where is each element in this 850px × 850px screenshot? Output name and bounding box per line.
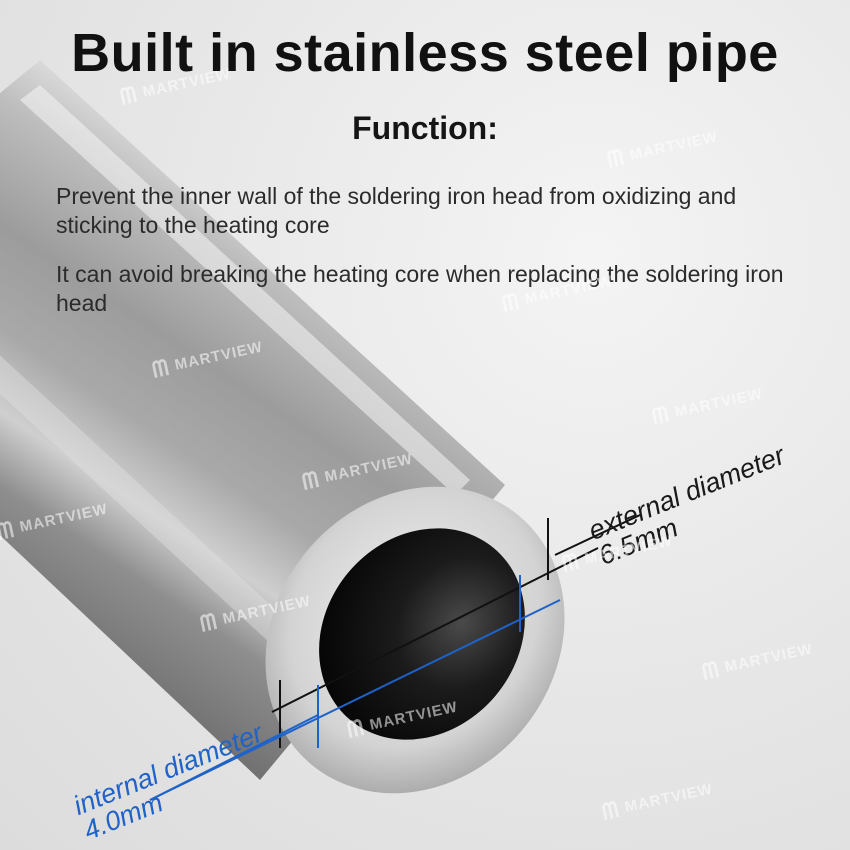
pipe-highlight — [0, 355, 330, 680]
pipe-bore — [319, 528, 525, 740]
external-diameter-line — [271, 547, 599, 713]
page-title: Built in stainless steel pipe — [71, 23, 779, 83]
internal-diameter-line — [149, 599, 561, 801]
pipe-highlight — [20, 85, 470, 495]
martview-logo-icon: ᗰ — [0, 516, 17, 545]
internal-diameter-leader — [149, 714, 319, 801]
external-diameter-leader — [554, 514, 641, 556]
function-point-2: It can avoid breaking the heating core w… — [56, 261, 784, 316]
function-point-1: Prevent the inner wall of the soldering … — [56, 183, 737, 238]
function-heading: Function: — [352, 110, 498, 146]
